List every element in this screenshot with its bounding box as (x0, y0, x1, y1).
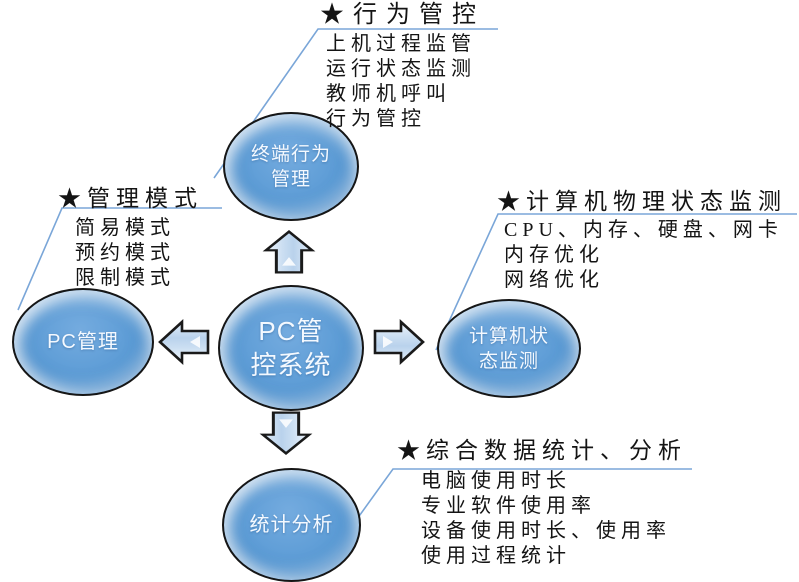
callout-item: 预约模式 (75, 242, 175, 264)
node-label-line: 态监测 (478, 350, 539, 372)
node-label-line: 控系统 (250, 350, 332, 380)
node-label-line: PC管 (258, 316, 324, 346)
callout-item: 设备使用时长、使用率 (421, 520, 671, 542)
callout-title: ★综合数据统计、分析 (397, 438, 687, 463)
node-computer-status-monitoring: 计算机状 态监测 (437, 299, 581, 398)
callout-physical-status-monitoring: ★计算机物理状态监测 CPU、内存、硬盘、网卡 内存优化 网络优化 (497, 189, 787, 293)
callout-item: 内存优化 (504, 244, 604, 266)
arrow-left-icon (158, 319, 210, 365)
connector-right-callout (435, 213, 797, 351)
node-terminal-behavior-management: 终端行为 管理 (223, 112, 359, 221)
node-label-line: 终端行为 (250, 143, 331, 165)
node-label: PC管 控系统 (250, 314, 331, 382)
callout-item-list: 简易模式 预约模式 限制模式 (75, 216, 203, 291)
callout-item: 使用过程统计 (421, 545, 571, 567)
callout-item: 教师机呼叫 (326, 83, 451, 105)
arrow-up-icon (262, 229, 316, 274)
callout-item: 运行状态监测 (326, 58, 476, 80)
node-label: 统计分析 (250, 513, 334, 538)
callout-statistics-analysis: ★综合数据统计、分析 电脑使用时长 专业软件使用率 设备使用时长、使用率 使用过… (397, 438, 687, 569)
callout-item: 专业软件使用率 (421, 495, 596, 517)
callout-item: CPU、内存、硬盘、网卡 (504, 219, 783, 241)
callout-item-list: CPU、内存、硬盘、网卡 内存优化 网络优化 (504, 218, 787, 293)
callout-title: ★行为管控 (320, 2, 485, 28)
callout-management-mode: ★管理模式 简易模式 预约模式 限制模式 (58, 186, 203, 291)
node-label: PC管理 (47, 330, 119, 355)
node-label: 计算机状 态监测 (469, 324, 549, 374)
node-label-line: 统计分析 (249, 513, 334, 536)
callout-item-list: 电脑使用时长 专业软件使用率 设备使用时长、使用率 使用过程统计 (421, 469, 687, 569)
callout-item: 电脑使用时长 (421, 470, 571, 492)
arrow-right-icon (373, 319, 425, 365)
node-label-line: 计算机状 (468, 325, 549, 347)
callout-item: 上机过程监管 (326, 33, 476, 55)
node-pc-control-system: PC管 控系统 (218, 285, 364, 411)
callout-title: ★计算机物理状态监测 (497, 189, 787, 214)
node-label-line: 管理 (270, 168, 311, 190)
callout-behavior-control: ★行为管控 上机过程监管 运行状态监测 教师机呼叫 行为管控 (320, 1, 485, 132)
callout-item: 行为管控 (326, 108, 426, 130)
callout-item: 简易模式 (75, 217, 175, 239)
node-label: 终端行为 管理 (251, 142, 331, 192)
node-label-line: PC管理 (47, 330, 119, 353)
node-pc-management: PC管理 (12, 288, 154, 396)
callout-item-list: 上机过程监管 运行状态监测 教师机呼叫 行为管控 (326, 32, 485, 132)
connector-left-callout (17, 207, 222, 311)
arrow-down-icon (259, 411, 313, 456)
callout-title: ★管理模式 (58, 186, 203, 211)
connector-bottom-callout (356, 468, 692, 520)
callout-item: 网络优化 (504, 269, 604, 291)
callout-item: 限制模式 (75, 267, 175, 289)
node-statistics-analysis: 统计分析 (222, 468, 361, 582)
